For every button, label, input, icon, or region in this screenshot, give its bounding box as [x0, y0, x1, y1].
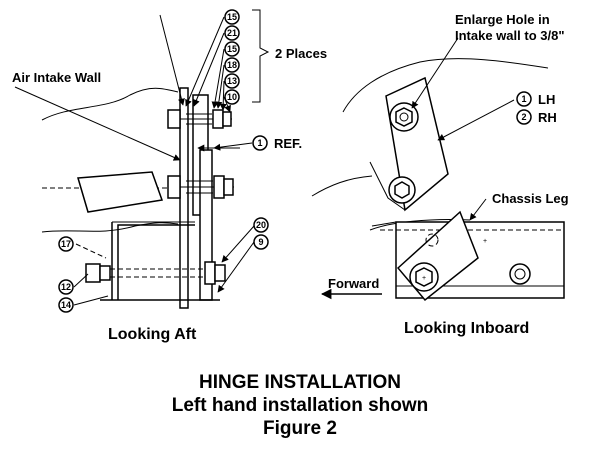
- caption-title: HINGE INSTALLATION: [199, 372, 401, 393]
- callout-1-ref: 1: [252, 135, 268, 151]
- chassis-leg-label: Chassis Leg: [492, 191, 569, 206]
- callout-17: 17: [58, 236, 74, 252]
- callout-rh-text: 2: [521, 112, 526, 122]
- callout-20: 20: [253, 217, 269, 233]
- callout-14: 14: [58, 297, 74, 313]
- svg-text:+: +: [422, 275, 426, 282]
- callout-lh-text: 1: [521, 94, 526, 104]
- looking-inboard-label: Looking Inboard: [404, 320, 529, 337]
- rh-label: RH: [538, 110, 557, 125]
- svg-text:+: +: [483, 238, 487, 245]
- enlarge-hole-label-line1: Enlarge Hole in: [455, 12, 550, 27]
- callout-21: 21: [224, 25, 240, 41]
- enlarge-hole-label-line2: Intake wall to 3/8": [455, 28, 564, 43]
- callout-rh: 2: [516, 109, 532, 125]
- looking-inboard-view: + +: [311, 37, 565, 302]
- middle-bolt: [167, 175, 234, 199]
- intake-wall-top-edge: [41, 87, 179, 121]
- callout-18: 18: [224, 57, 240, 73]
- callout-10: 10: [224, 89, 240, 105]
- ref-label: REF.: [274, 136, 302, 151]
- intake-wall-bottom-edge: [41, 222, 179, 233]
- bracket-block: [77, 171, 164, 213]
- inboard-middle-bolt: [388, 176, 416, 204]
- chassis-bolt: [509, 263, 531, 285]
- callout-12: 12: [58, 279, 74, 295]
- callout-12-text: 12: [61, 282, 71, 292]
- callout-9: 9: [253, 234, 269, 250]
- callout-17-text: 17: [61, 239, 71, 249]
- callout-18-text: 18: [227, 60, 237, 70]
- callout-15-top-text: 15: [227, 12, 237, 22]
- callout-20-text: 20: [256, 220, 266, 230]
- looking-aft-label: Looking Aft: [108, 326, 197, 343]
- channel-bracket: [117, 224, 195, 300]
- callout-9-text: 9: [258, 237, 263, 247]
- caption-subtitle: Left hand installation shown: [172, 395, 429, 416]
- callout-lh: 1: [516, 91, 532, 107]
- air-intake-wall-label: Air Intake Wall: [12, 70, 101, 85]
- two-places-label: 2 Places: [275, 46, 327, 61]
- inboard-upper-bolt: [389, 102, 419, 132]
- callout-1-ref-text: 1: [257, 138, 262, 148]
- callout-13-text: 13: [227, 76, 237, 86]
- callout-21-text: 21: [227, 28, 237, 38]
- intake-wall-contour: [342, 58, 549, 113]
- callout-13: 13: [224, 73, 240, 89]
- forward-label: Forward: [328, 276, 379, 291]
- lh-label: LH: [538, 92, 555, 107]
- callout-10-text: 10: [227, 92, 237, 102]
- wall-plate: [179, 87, 189, 309]
- callout-15-second: 15: [224, 41, 240, 57]
- inboard-lower-bolt: +: [409, 262, 439, 292]
- two-places-bracket: [252, 9, 270, 103]
- looking-aft-view: [14, 9, 270, 309]
- callout-15-top: 15: [224, 9, 240, 25]
- callout-15-second-text: 15: [227, 44, 237, 54]
- lower-bolt: [85, 261, 226, 285]
- callout-14-text: 14: [61, 300, 71, 310]
- caption-figure-number: Figure 2: [263, 418, 337, 439]
